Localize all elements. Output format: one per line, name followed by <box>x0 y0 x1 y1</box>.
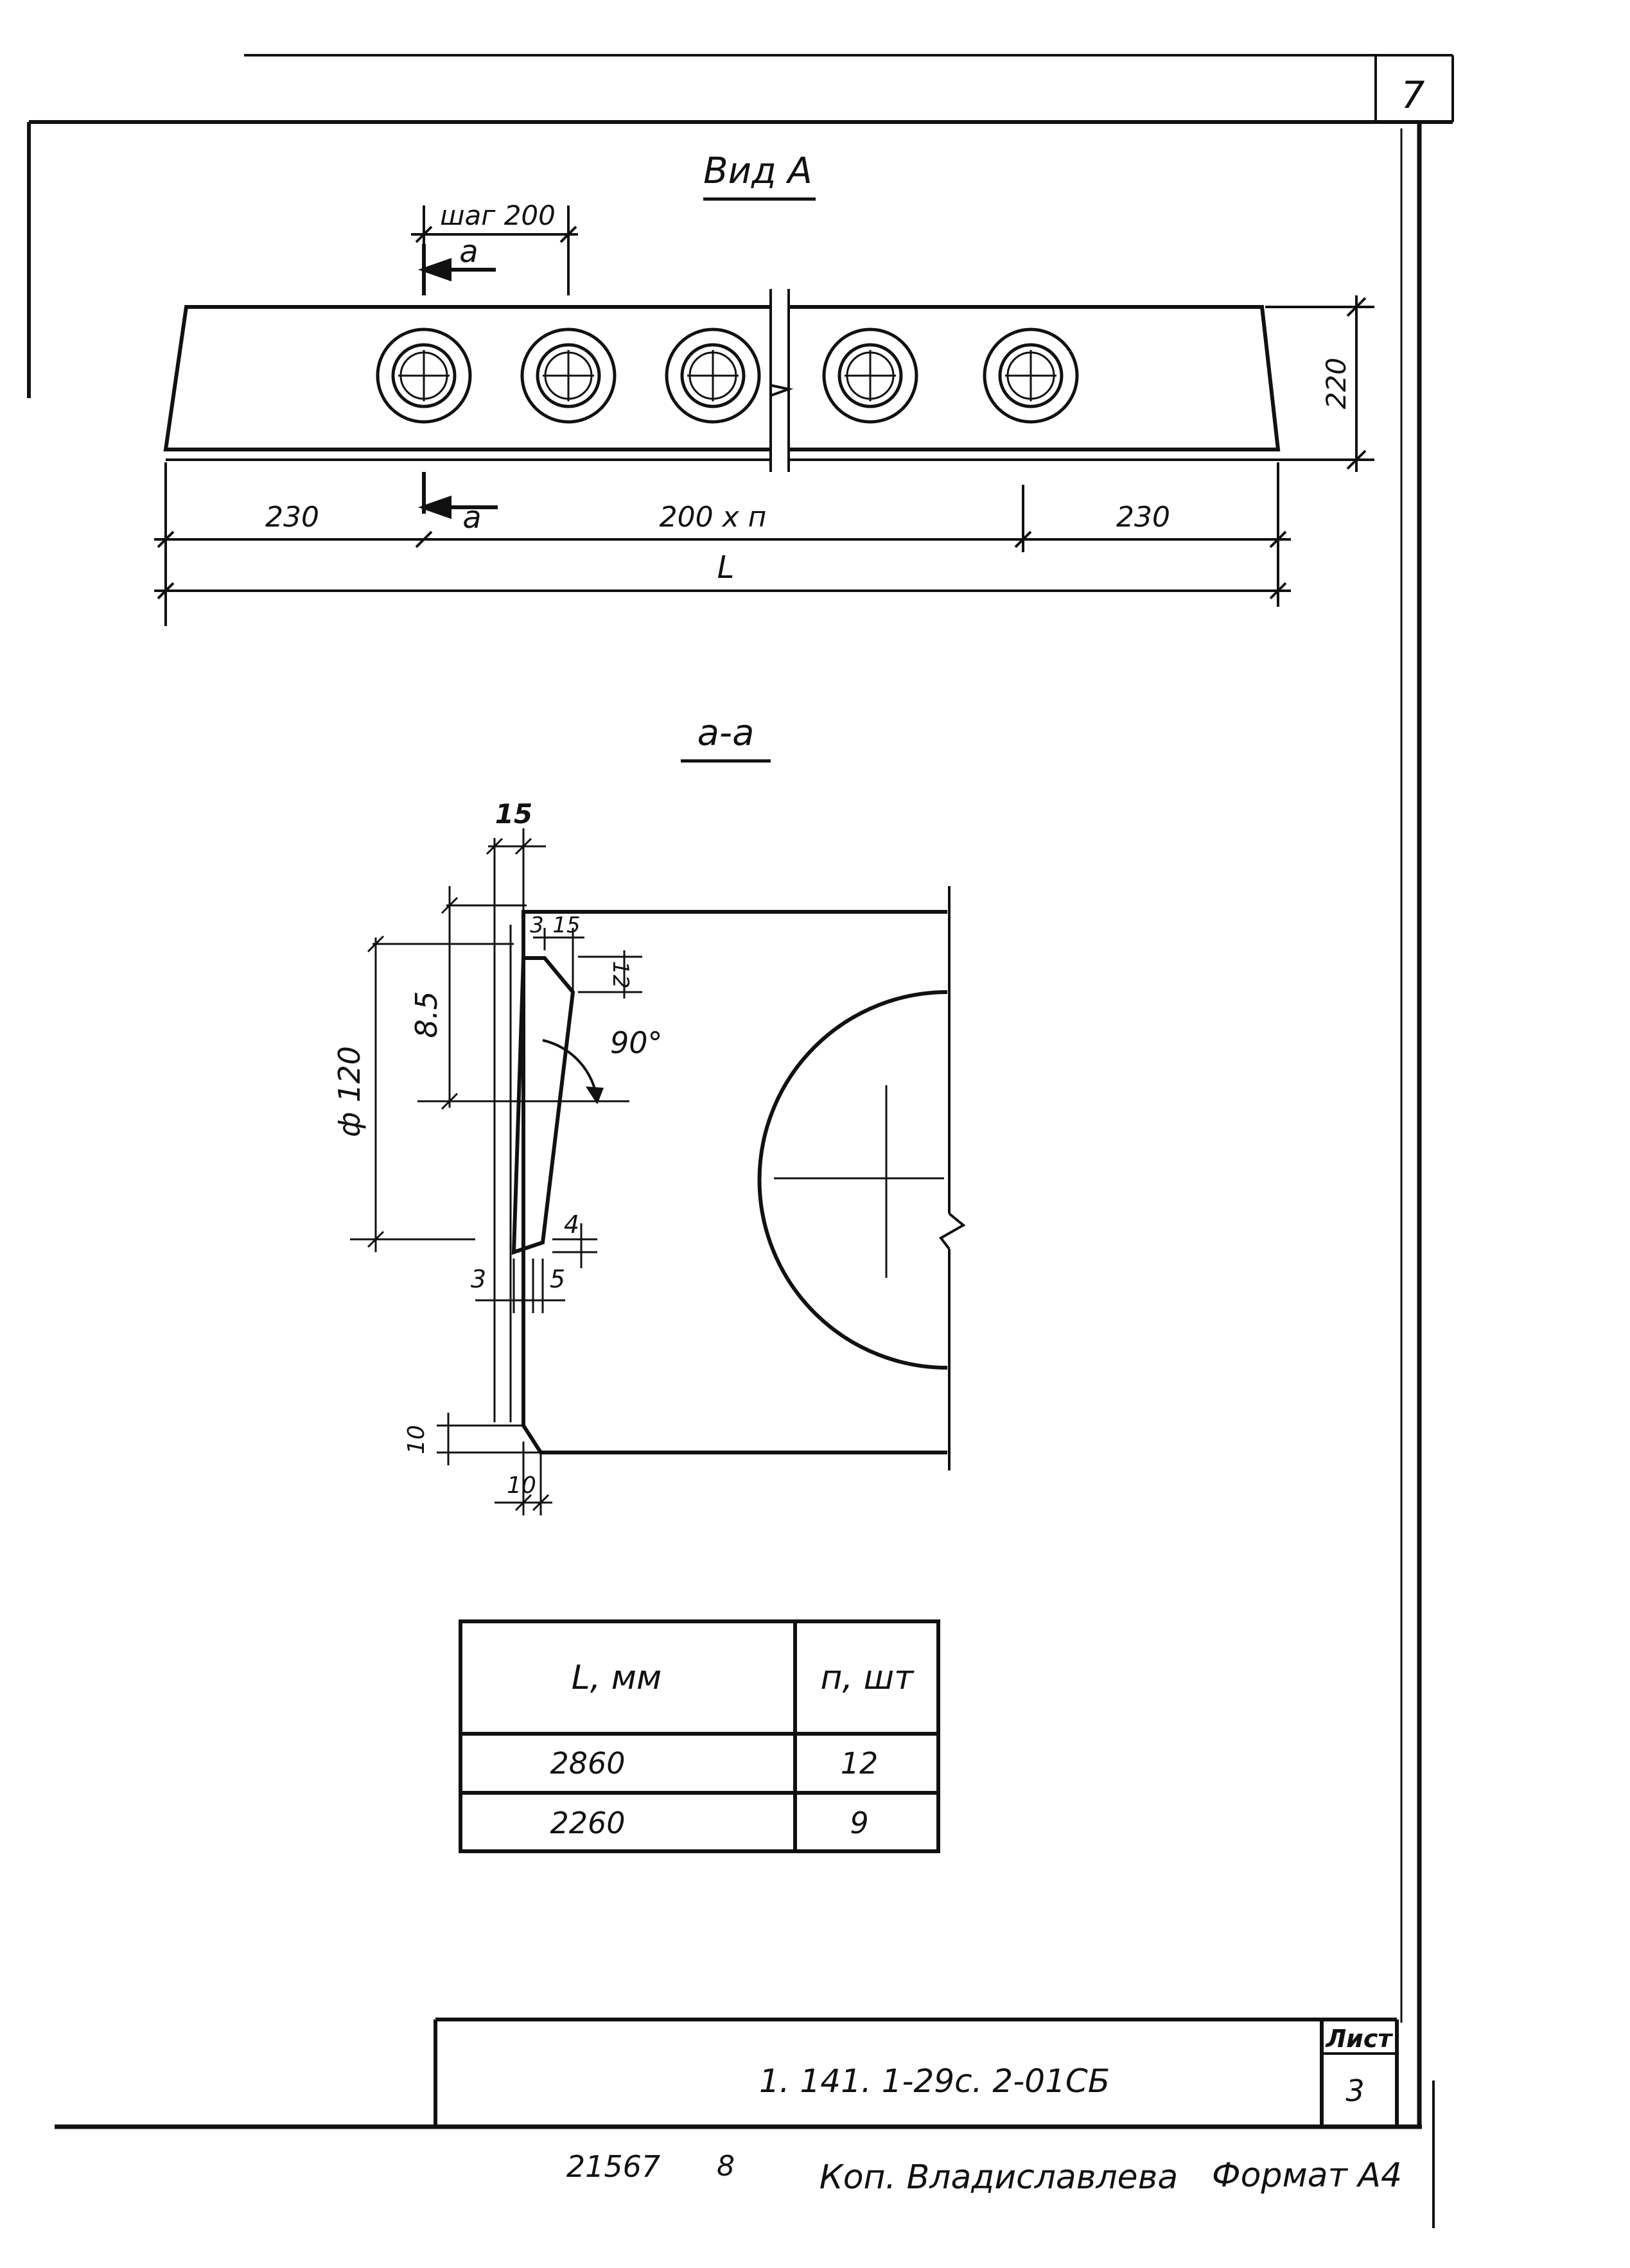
dim-15-top: 15 <box>552 912 580 938</box>
dim-10-vertical: 10 <box>403 1425 430 1454</box>
hole <box>983 327 1079 424</box>
hole <box>665 327 761 424</box>
section-aa: а-а <box>332 712 966 1515</box>
length-table <box>459 1619 940 1853</box>
title-block <box>434 2018 1399 2127</box>
table-cell: 2260 <box>550 1806 625 1840</box>
beam-outline <box>163 289 1281 472</box>
dim-4: 4 <box>564 1210 579 1239</box>
table-cell: 2860 <box>550 1746 625 1781</box>
view-a-title: Вид А <box>703 150 812 192</box>
hole <box>376 327 472 424</box>
section-mark-top <box>417 244 496 295</box>
section-mark-bottom-label: а <box>462 500 481 536</box>
angle-arrow <box>586 1086 604 1104</box>
section-mark-top-label: а <box>459 234 478 270</box>
middle-dim-label: 200 х п <box>660 501 767 534</box>
dim-5: 5 <box>550 1265 565 1293</box>
hole <box>822 327 918 424</box>
dim-12: 12 <box>608 961 633 988</box>
hole-centerlines <box>774 1085 944 1278</box>
left-dim-label: 230 <box>265 501 319 534</box>
section-mark-bottom <box>417 472 498 519</box>
view-a: Вид А <box>154 150 1374 626</box>
inventory-mark: 8 <box>717 2150 735 2183</box>
pitch-label: шаг 200 <box>440 200 556 231</box>
dim-3-top: 3 <box>530 912 544 938</box>
dim-3-bottom: 3 <box>471 1265 486 1293</box>
section-dimensions <box>350 828 642 1515</box>
dim-angle: 90° <box>610 1025 663 1060</box>
sheet-number: 7 <box>1401 73 1425 117</box>
copied-by: Коп. Владиславлева <box>819 2158 1178 2197</box>
dim-top-width: 15 <box>495 798 532 830</box>
angle-arc <box>542 1039 599 1102</box>
doc-code: 1. 141. 1-29с. 2-01СБ <box>759 2063 1110 2100</box>
total-dim-label: L <box>717 550 735 586</box>
dim-10-horizontal: 10 <box>507 1472 536 1499</box>
sheet-format: Формат А4 <box>1212 2156 1402 2195</box>
groove <box>511 956 575 1255</box>
dim-8-5: 8.5 <box>409 991 444 1038</box>
length-dimensions <box>154 462 1291 626</box>
table-header-count: п, шт <box>821 1659 915 1697</box>
sheet-value: 3 <box>1345 2073 1364 2108</box>
hole <box>520 327 617 424</box>
table-cell: 12 <box>841 1746 879 1781</box>
height-dim-label: 220 <box>1320 358 1352 409</box>
inventory-number: 21567 <box>566 2149 660 2184</box>
table-cell: 9 <box>850 1806 868 1840</box>
table-header-length: L, мм <box>572 1659 662 1697</box>
section-aa-title: а-а <box>697 712 755 754</box>
sheet-frame <box>27 54 1454 2228</box>
right-dim-label: 230 <box>1116 501 1170 534</box>
sheet-label: Лист <box>1326 2025 1394 2053</box>
dim-diameter: ф 120 <box>332 1046 367 1137</box>
hole-arc <box>757 990 948 1370</box>
height-dimension <box>1265 295 1374 472</box>
